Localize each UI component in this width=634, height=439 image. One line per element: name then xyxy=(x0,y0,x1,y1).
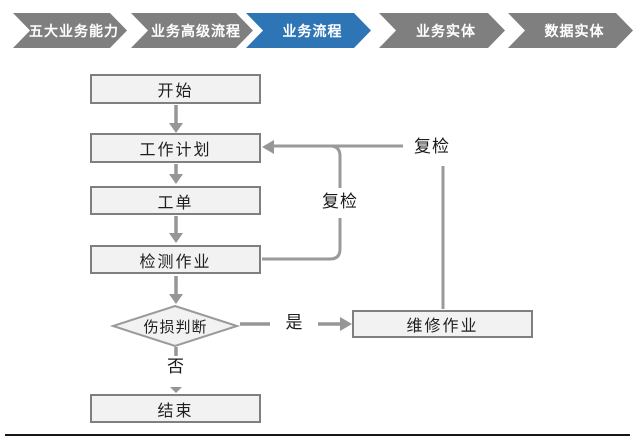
main-flow-arrows xyxy=(174,105,340,356)
node-damage-decision-label: 伤损判断 xyxy=(143,318,208,336)
nav-step-business-process[interactable]: 业务流程 xyxy=(246,13,371,48)
recheck-inner-loop-lower xyxy=(262,218,342,261)
nav-step-high-level-process[interactable]: 业务高级流程 xyxy=(131,13,253,48)
bottom-border-line xyxy=(5,434,630,436)
edge-label-yes: 是 xyxy=(280,313,309,333)
node-inspection-job: 检测作业 xyxy=(90,245,261,274)
node-work-plan: 工作计划 xyxy=(90,133,261,163)
decision-diamond-shape xyxy=(109,304,241,348)
recheck-lines xyxy=(262,144,445,309)
recheck-inner-loop-upper xyxy=(318,144,342,188)
edge-label-no: 否 xyxy=(157,357,195,377)
nav-step-business-entity[interactable]: 业务实体 xyxy=(379,13,505,48)
arrowheads xyxy=(169,123,352,393)
node-start: 开始 xyxy=(90,74,261,104)
nav-step-five-capabilities[interactable]: 五大业务能力 xyxy=(13,13,127,48)
node-end: 结束 xyxy=(90,394,261,423)
node-work-order: 工单 xyxy=(90,186,261,215)
edge-label-recheck-outer: 复检 xyxy=(403,137,461,157)
node-repair-job: 维修作业 xyxy=(352,310,533,338)
edge-label-recheck-inner: 复检 xyxy=(311,192,369,212)
nav-step-data-entity[interactable]: 数据实体 xyxy=(508,13,633,48)
